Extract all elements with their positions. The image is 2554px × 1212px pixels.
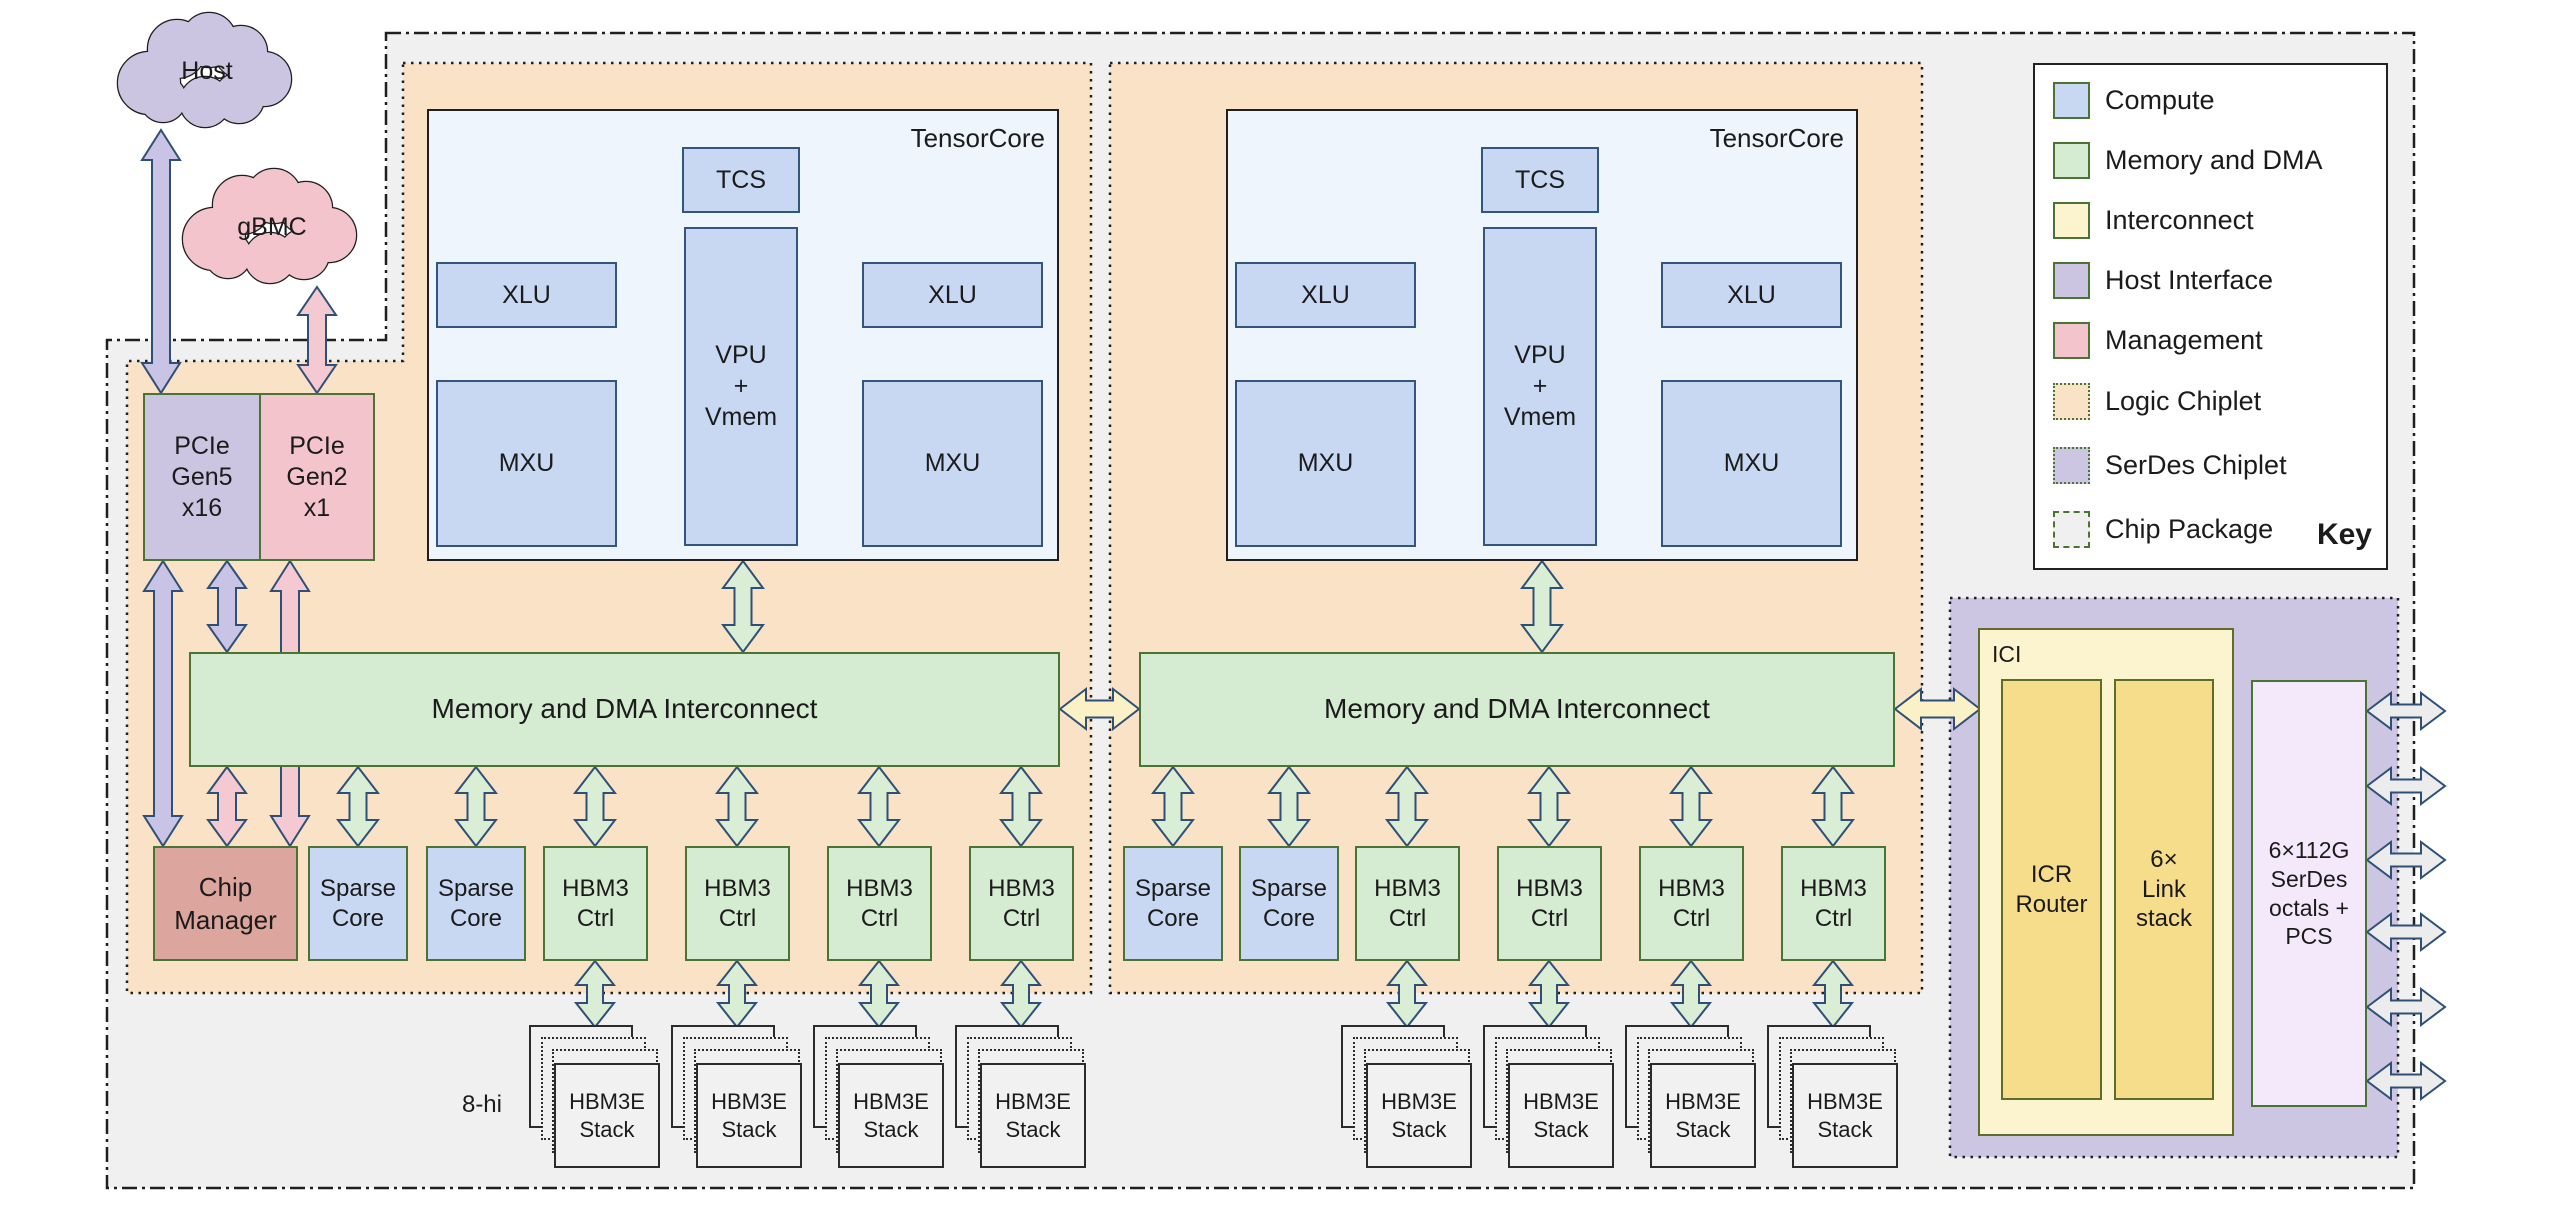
hbm3-ctrl-block-5: HBM3 Ctrl (1355, 846, 1460, 961)
tensorcore-1-title: TensorCore (910, 122, 1045, 153)
hbm3e-stack-4-front: HBM3E Stack (980, 1063, 1086, 1168)
gbmc-cloud-label: gBMC (237, 212, 307, 241)
arrow-serdes-link2 (2365, 766, 2447, 806)
arrow-serdes-link3 (2365, 840, 2447, 880)
hbm3e-stack-5-front: HBM3E Stack (1366, 1063, 1472, 1168)
tensorcore-1-xlu-left: XLU (436, 262, 617, 328)
tensorcore-1-tcs: TCS (682, 147, 800, 213)
key-swatch-host (2053, 262, 2090, 299)
pcie-gen2-block: PCIe Gen2 x1 (259, 393, 375, 561)
hbm3e-stack-7-front: HBM3E Stack (1650, 1063, 1756, 1168)
icr-router-block: ICR Router (2001, 679, 2102, 1100)
tensorcore-1-xlu-right: XLU (862, 262, 1043, 328)
memory-dma-interconnect-2: Memory and DMA Interconnect (1139, 652, 1895, 767)
hbm3e-stack-3-front: HBM3E Stack (838, 1063, 944, 1168)
hbm3-ctrl-block-6: HBM3 Ctrl (1497, 846, 1602, 961)
hbm3e-stack-6-front: HBM3E Stack (1508, 1063, 1614, 1168)
key-label-chip_package: Chip Package (2105, 513, 2274, 544)
tensorcore-2-title: TensorCore (1709, 122, 1844, 153)
key-box (2033, 63, 2388, 570)
key-label-serdes_chiplet: SerDes Chiplet (2105, 449, 2287, 480)
key-title: Key (2316, 518, 2372, 552)
chip-manager-block: Chip Manager (153, 846, 298, 961)
hbm3-ctrl-block-3: HBM3 Ctrl (827, 846, 932, 961)
key-swatch-logic_chiplet (2053, 383, 2090, 420)
arrow-serdes-link5 (2365, 987, 2447, 1027)
key-label-memory: Memory and DMA (2105, 144, 2323, 175)
key-swatch-management (2053, 322, 2090, 359)
ici-label: ICI (1992, 640, 2022, 667)
stack-height-label: 8-hi (461, 1091, 502, 1119)
serdes-octals-block: 6×112G SerDes octals + PCS (2251, 680, 2367, 1107)
hbm3e-stack-2-front: HBM3E Stack (696, 1063, 802, 1168)
hbm3-ctrl-block-2: HBM3 Ctrl (685, 846, 790, 961)
tensorcore-1-vpu: VPU + Vmem (684, 227, 798, 546)
key-label-compute: Compute (2105, 84, 2215, 115)
sparse-core-block-2-2: Sparse Core (1239, 846, 1339, 961)
hbm3-ctrl-block-4: HBM3 Ctrl (969, 846, 1074, 961)
tensorcore-2-xlu-right: XLU (1661, 262, 1842, 328)
sparse-core-block-1-1: Sparse Core (308, 846, 408, 961)
memory-dma-interconnect-1: Memory and DMA Interconnect (189, 652, 1060, 767)
gbmc-cloud (181, 167, 358, 285)
key-swatch-serdes_chiplet (2053, 447, 2090, 484)
tensorcore-1-mxu-left: MXU (436, 380, 617, 547)
hbm3e-stack-1-front: HBM3E Stack (554, 1063, 660, 1168)
key-swatch-chip_package (2053, 511, 2090, 548)
tensorcore-2-mxu-left: MXU (1235, 380, 1416, 547)
link-stack-block: 6× Link stack (2114, 679, 2214, 1100)
key-label-host: Host Interface (2105, 264, 2274, 295)
sparse-core-block-2-1: Sparse Core (1123, 846, 1223, 961)
tensorcore-2-tcs: TCS (1481, 147, 1599, 213)
sparse-core-block-1-2: Sparse Core (426, 846, 526, 961)
arrow-serdes-link6 (2365, 1061, 2447, 1101)
key-label-interconnect: Interconnect (2105, 204, 2254, 235)
tensorcore-2-vpu: VPU + Vmem (1483, 227, 1597, 546)
arrow-serdes-link1 (2365, 691, 2447, 731)
key-label-management: Management (2105, 324, 2263, 355)
key-swatch-memory (2053, 142, 2090, 179)
hbm3-ctrl-block-8: HBM3 Ctrl (1781, 846, 1886, 961)
key-swatch-compute (2053, 82, 2090, 119)
host-cloud (116, 11, 293, 129)
hbm3e-stack-8-front: HBM3E Stack (1792, 1063, 1898, 1168)
key-label-logic_chiplet: Logic Chiplet (2105, 385, 2262, 416)
host-cloud-label: Host (181, 56, 233, 85)
tensorcore-2-xlu-left: XLU (1235, 262, 1416, 328)
tensorcore-1-mxu-right: MXU (862, 380, 1043, 547)
key-swatch-interconnect (2053, 202, 2090, 239)
hbm3-ctrl-block-7: HBM3 Ctrl (1639, 846, 1744, 961)
arrow-serdes-link4 (2365, 912, 2447, 952)
pcie-gen5-block: PCIe Gen5 x16 (143, 393, 261, 561)
hbm3-ctrl-block-1: HBM3 Ctrl (543, 846, 648, 961)
tensorcore-2-mxu-right: MXU (1661, 380, 1842, 547)
